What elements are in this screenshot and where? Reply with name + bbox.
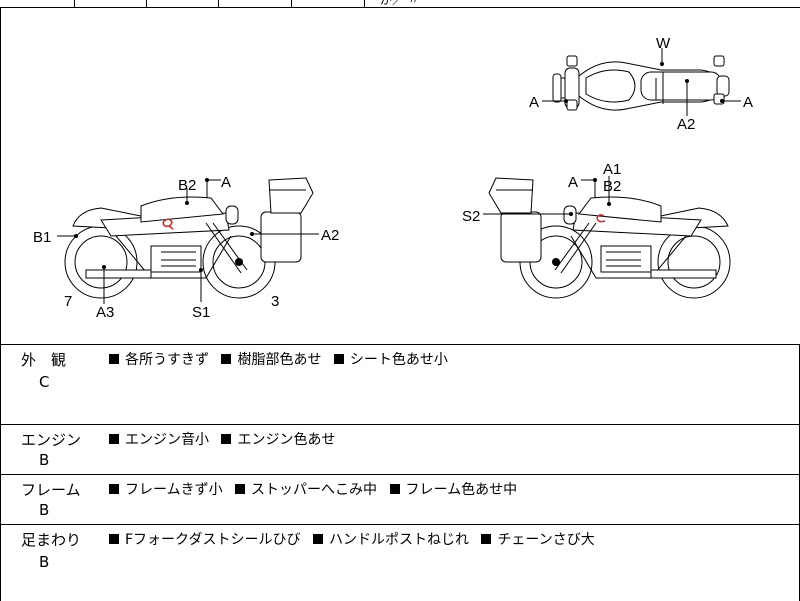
diagram-label: S2 [462,208,480,225]
header-cell-divider [291,0,292,7]
category-label: フレーム [21,481,81,499]
category-label: 足まわり [21,531,82,549]
bullet-square-icon [109,434,119,444]
item-text: エンジン色あせ [237,432,336,448]
item-text: チェーンさび大 [497,532,595,548]
inspection-row-suspension: 足まわり B Fフォークダストシールひび ハンドルポストねじれ チェーンさび大 [0,524,800,601]
inspection-table: 外 観 C 各所うすきず 樹脂部色あせ シート色あせ小 エンジン B エンジン音… [0,344,800,601]
item-list: Fフォークダストシールひび ハンドルポストねじれ チェーンさび大 [109,529,603,549]
item-list: エンジン音小 エンジン色あせ [109,429,343,449]
bullet-square-icon [109,354,119,364]
grade-value: B [39,553,50,571]
diagram-label: A2 [677,116,695,133]
diagram-label: A3 [96,304,114,321]
item-list: フレームきず小 ストッパーへこみ中 フレーム色あせ中 [109,479,525,499]
diagram-label: A [221,174,231,191]
diagram-svg: W A A2 A [33,35,753,321]
bullet-square-icon [312,534,323,544]
item-text: Fフォークダストシールひび [125,532,301,548]
diagram-label: A [529,94,539,111]
header-fragment: が／ 〃 [380,0,420,7]
item-text: 各所うすきず [125,352,209,368]
item-text: エンジン音小 [125,432,209,448]
bullet-square-icon [221,354,232,364]
diagram-label: A [743,94,753,111]
item-text: 樹脂部色あせ [237,352,322,368]
bullet-square-icon [221,434,232,444]
bullet-square-icon [333,354,344,364]
inspection-row-exterior: 外 観 C 各所うすきず 樹脂部色あせ シート色あせ小 [0,344,800,425]
bullet-square-icon [235,484,246,494]
diagram-label: B2 [178,177,196,194]
header-cell-divider [218,0,219,7]
grade-value: B [39,501,50,519]
item-list: 各所うすきず 樹脂部色あせ シート色あせ小 [109,349,456,369]
left-side-motorcycle [64,177,314,299]
diagram-label: 7 [64,293,72,310]
diagram-label: 3 [271,293,279,310]
diagram-label: A [568,174,578,191]
category-label: エンジン [21,431,82,449]
category-label: 外 観 [21,351,67,369]
diagram-label: W [656,35,671,52]
diagram-label: B1 [33,229,51,246]
header-cell-divider [146,0,147,7]
bullet-square-icon [109,484,119,494]
header-cell-divider [74,0,75,7]
bullet-square-icon [109,534,119,544]
grade-value: B [39,451,50,469]
diagram-label: A2 [321,227,339,244]
diagram-label: A1 [603,161,621,178]
inspection-row-engine: エンジン B エンジン音小 エンジン色あせ [0,424,800,475]
motorcycle-damage-diagram: W A A2 A [0,8,800,344]
item-text: シート色あせ小 [349,352,448,368]
item-text: フレーム色あせ中 [405,482,518,498]
item-text: ハンドルポストねじれ [328,532,469,548]
right-side-motorcycle [488,177,731,299]
item-text: フレームきず小 [125,482,223,498]
bullet-square-icon [481,534,492,544]
inspection-row-frame: フレーム B フレームきず小 ストッパーへこみ中 フレーム色あせ中 [0,474,800,525]
grade-value: C [39,373,50,391]
diagram-label: S1 [192,304,210,321]
header-cell-divider [364,0,365,7]
bullet-square-icon [389,484,400,494]
header-strip: が／ 〃 [0,0,800,8]
diagram-label: B2 [603,178,621,195]
top-view-motorcycle [552,55,730,111]
item-text: ストッパーへこみ中 [251,482,378,498]
